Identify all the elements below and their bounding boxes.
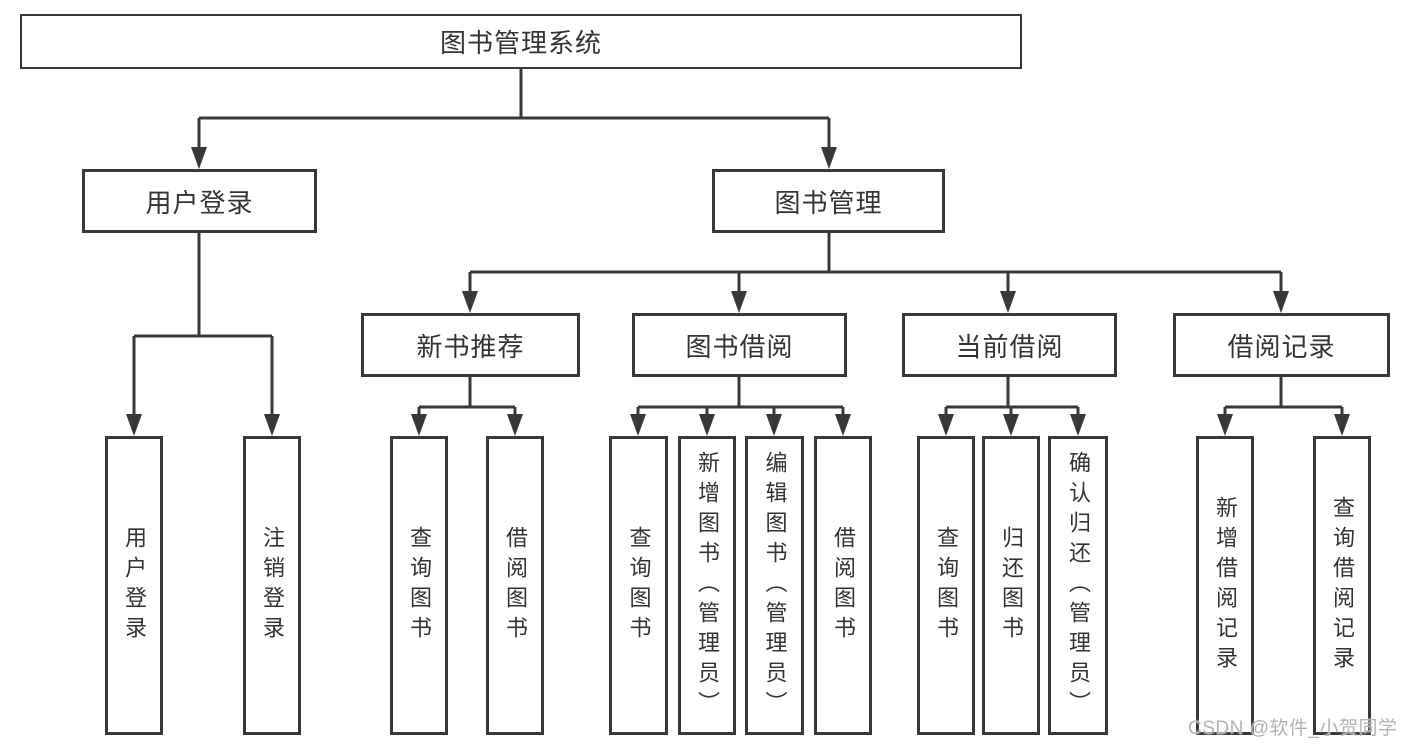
- csdn-watermark: CSDN @软件_小贺同学: [1188, 718, 1398, 739]
- node-user-login-branch: 用户登录: [82, 169, 317, 233]
- node-label: 新增借阅记录: [1213, 495, 1238, 676]
- node-label: 用户登录: [122, 525, 147, 646]
- node-leaf-add-borrow-record: 新增借阅记录: [1196, 436, 1254, 735]
- node-leaf-user-login: 用户登录: [105, 436, 163, 735]
- node-label: 图书管理系统: [439, 28, 602, 58]
- node-label: 归还图书: [999, 525, 1024, 646]
- node-label: 用户登录: [145, 187, 254, 218]
- node-label: 确认归还（管理员）: [1066, 450, 1091, 721]
- node-leaf-borrow-books: 借阅图书: [814, 436, 872, 735]
- node-leaf-query-borrow-record: 查询借阅记录: [1313, 436, 1371, 735]
- node-leaf-add-book-admin: 新增图书（管理员）: [678, 436, 736, 735]
- node-leaf-query-books-current: 查询图书: [917, 436, 975, 735]
- node-current-borrowing: 当前借阅: [902, 313, 1117, 377]
- node-leaf-edit-book-admin: 编辑图书（管理员）: [745, 436, 804, 735]
- node-book-borrowing: 图书借阅: [632, 313, 847, 377]
- node-library-management-system: 图书管理系统: [20, 14, 1022, 69]
- node-leaf-query-books-borrowing: 查询图书: [609, 436, 668, 735]
- node-label: 新书推荐: [416, 331, 525, 362]
- node-leaf-query-books-recommend: 查询图书: [390, 436, 448, 735]
- node-label: 借阅图书: [503, 525, 528, 646]
- node-borrow-records: 借阅记录: [1173, 313, 1390, 377]
- node-leaf-return-books: 归还图书: [982, 436, 1040, 735]
- node-leaf-confirm-return-admin: 确认归还（管理员）: [1048, 436, 1108, 735]
- node-label: 图书管理: [774, 187, 883, 218]
- node-leaf-logout: 注销登录: [243, 436, 301, 735]
- node-new-book-recommendation: 新书推荐: [361, 313, 580, 377]
- node-label: 查询借阅记录: [1330, 495, 1355, 676]
- node-label: 借阅图书: [831, 525, 856, 646]
- node-label: 新增图书（管理员）: [695, 450, 720, 721]
- node-label: 图书借阅: [685, 331, 794, 362]
- node-label: 当前借阅: [955, 331, 1064, 362]
- node-label: 查询图书: [934, 525, 959, 646]
- node-label: 编辑图书（管理员）: [762, 450, 788, 721]
- node-leaf-borrow-books-recommend: 借阅图书: [486, 436, 544, 735]
- node-label: 借阅记录: [1227, 331, 1336, 362]
- node-label: 查询图书: [626, 525, 652, 646]
- node-label: 查询图书: [407, 525, 432, 646]
- node-label: 注销登录: [260, 525, 285, 646]
- node-book-management-branch: 图书管理: [712, 169, 945, 233]
